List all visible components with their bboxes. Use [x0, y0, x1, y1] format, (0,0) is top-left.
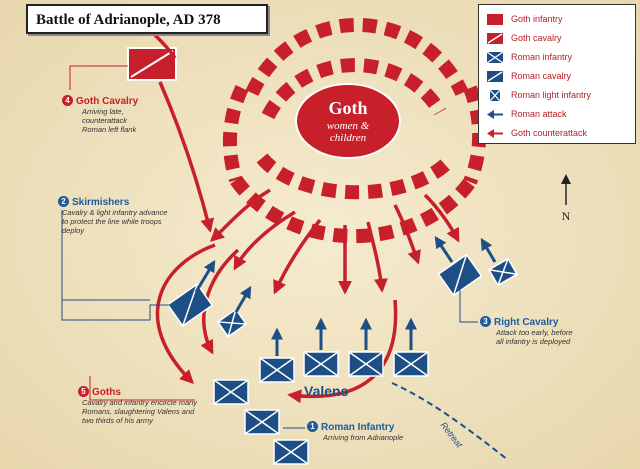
legend-item-goth-cavalry: Goth cavalry	[487, 31, 562, 45]
legend-item-roman-cavalry: Roman cavalry	[487, 69, 571, 83]
annotation-heading: Goths	[92, 387, 121, 398]
goth-wagon-circle	[223, 17, 487, 244]
retreat-route	[391, 382, 509, 461]
north-arrow: N	[561, 174, 571, 223]
roman-units	[166, 253, 519, 465]
roman-infantry-line	[213, 351, 429, 465]
annotation-heading: Roman Infantry	[321, 422, 395, 433]
roman-light-infantry-left	[216, 308, 248, 338]
goth-cavalry-unit	[127, 47, 177, 81]
legend-item-goth-infantry: Goth infantry	[487, 12, 563, 26]
roman-attack-arrows	[194, 236, 497, 356]
annotation-number: 2	[58, 196, 69, 207]
leader-lines	[61, 65, 478, 429]
valens-label: Valens	[304, 383, 349, 399]
roman-infantry-symbol-icon	[487, 51, 503, 63]
blue-arrow-icon	[487, 109, 503, 119]
red-arrow-icon	[487, 128, 503, 138]
annotation-heading: Right Cavalry	[494, 317, 559, 328]
map-title: Battle of Adrianople, AD 378	[36, 12, 221, 28]
roman-cavalry-right	[437, 253, 483, 297]
annotation-text: Attack too early, before all infantry is…	[496, 328, 573, 346]
legend-item-roman-light-infantry: Roman light infantry	[487, 88, 591, 102]
annotation-heading: Skirmishers	[72, 197, 130, 208]
roman-light-infantry-right	[487, 257, 519, 287]
camp-title: Goth	[328, 98, 367, 118]
legend-item-roman-attack: Roman attack	[487, 107, 567, 121]
annotation-text: Arriving from Adrianople	[323, 433, 404, 442]
annotation-text: Cavalry and infantry encircle many Roman…	[82, 398, 198, 425]
annotation-number: 1	[307, 421, 318, 432]
annotation-number: 3	[480, 316, 491, 327]
annotation-heading: Goth Cavalry	[76, 96, 139, 107]
roman-cavalry-symbol-icon	[487, 70, 503, 82]
annotation-text: Cavalry & light infantry advance to prot…	[62, 208, 168, 235]
legend: Goth infantry Goth cavalry Roman infantr…	[478, 4, 636, 144]
goth-infantry-symbol-icon	[487, 13, 503, 25]
legend-item-goth-counterattack: Goth counterattack	[487, 126, 587, 140]
map-title-box: Battle of Adrianople, AD 378	[26, 4, 268, 34]
goth-cavalry-symbol-icon	[487, 32, 503, 44]
camp-subtitle-1: women &	[327, 120, 370, 132]
goth-camp: Goth women & children	[295, 83, 401, 159]
camp-subtitle-2: children	[330, 132, 367, 144]
legend-item-roman-infantry: Roman infantry	[487, 50, 572, 64]
annotation-text: Arriving late, counterattack Roman left …	[82, 107, 137, 134]
roman-light-infantry-symbol-icon	[489, 89, 501, 101]
annotation-number: 5	[78, 386, 89, 397]
north-label: N	[562, 209, 571, 223]
annotation-number: 4	[62, 95, 73, 106]
